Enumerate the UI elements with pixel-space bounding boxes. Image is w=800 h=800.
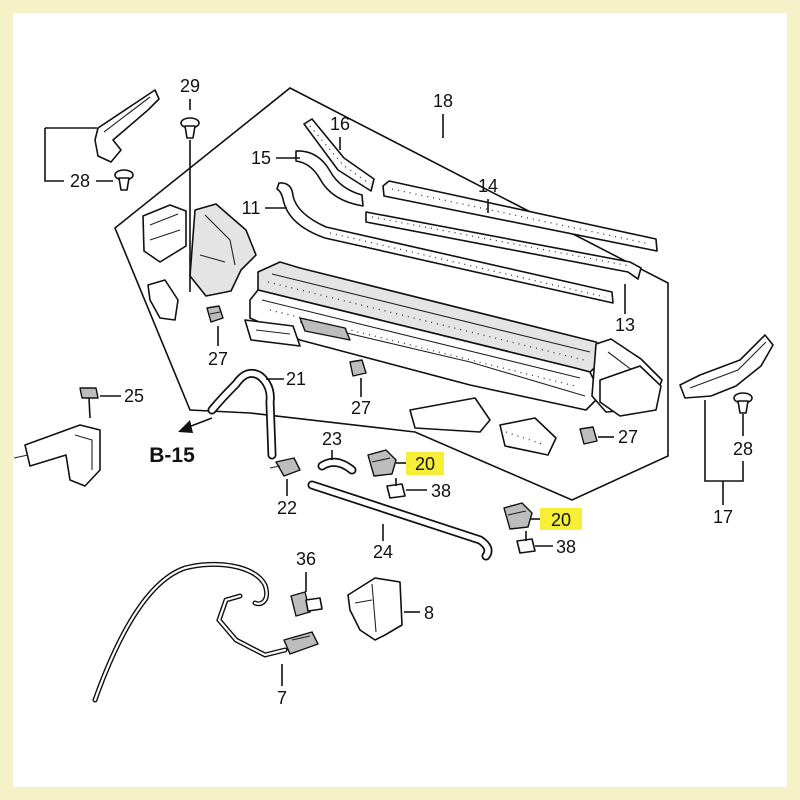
callout-17: 17 — [713, 507, 733, 527]
nut-38-b — [516, 531, 536, 554]
cowl-top-ridge — [271, 273, 591, 353]
cowl-lower-cover-left — [409, 397, 491, 433]
highlight-20-a — [406, 452, 444, 475]
seal-14 — [382, 180, 658, 252]
left-bracket-b-detail — [199, 214, 236, 266]
nut-38-a — [386, 478, 406, 499]
callout-38-b: 38 — [556, 537, 576, 557]
bolt-25 — [79, 387, 99, 419]
clip-28-right — [733, 392, 753, 414]
cowl-lower-cover-right — [499, 417, 557, 456]
callout-27-b: 27 — [351, 398, 371, 418]
grommet-36 — [290, 591, 323, 617]
left-arm-bracket-detail — [103, 96, 151, 133]
callout-27-c: 27 — [618, 427, 638, 447]
cowl-lower-cover-texture — [505, 431, 546, 446]
highlight-20-b — [540, 508, 582, 530]
cowl-left-end-slot — [255, 329, 291, 335]
cowl-left-end — [244, 319, 301, 347]
reference-arrow — [178, 417, 213, 433]
callout-20-a: 20 — [415, 454, 435, 474]
seal-13 — [365, 211, 642, 280]
callout-14: 14 — [478, 176, 498, 196]
washer-nozzle-20-a — [367, 449, 397, 477]
callout-28-right: 28 — [733, 439, 753, 459]
callout-18: 18 — [433, 91, 453, 111]
assembly-outline — [114, 87, 669, 501]
clip-27-a — [206, 305, 224, 323]
callout-7: 7 — [277, 688, 287, 708]
callout-15: 15 — [251, 148, 271, 168]
right-arm-17 — [679, 334, 774, 399]
callout-36: 36 — [296, 549, 316, 569]
left-bracket-a — [142, 204, 187, 263]
left-arm-bracket — [94, 89, 160, 163]
hood-hinge-detail — [13, 434, 93, 470]
hose-23 — [317, 457, 357, 475]
callout-23: 23 — [322, 429, 342, 449]
cowl-center-channel — [299, 317, 351, 341]
cowl-front-ridge-a — [261, 299, 581, 379]
clip-29 — [180, 117, 200, 139]
clip-27-c — [579, 426, 598, 445]
callout-16: 16 — [330, 114, 350, 134]
connector-7 — [283, 631, 319, 655]
washer-nozzle-20-b — [503, 502, 533, 530]
callout-27-a: 27 — [208, 349, 228, 369]
callout-13: 13 — [615, 315, 635, 335]
right-arm-17-detail — [689, 341, 767, 389]
callout-38-a: 38 — [431, 481, 451, 501]
cowl-front-ridge-b — [299, 321, 586, 397]
clip-22 — [269, 457, 301, 477]
cowl-side-cap — [599, 365, 662, 417]
leader-lines — [44, 99, 744, 686]
clip-28-left — [114, 169, 134, 191]
callout-8: 8 — [424, 603, 434, 623]
callout-20-b: 20 — [551, 510, 571, 530]
hose-24 — [307, 480, 493, 561]
hose-21 — [207, 368, 277, 460]
wire-harness — [92, 561, 288, 703]
hood-hinge-bracket — [24, 424, 101, 487]
callout-21: 21 — [286, 369, 306, 389]
clip-27-b — [349, 359, 367, 377]
left-bracket-b — [189, 203, 257, 297]
seal-16 — [303, 118, 375, 192]
bracket-8 — [347, 577, 403, 641]
reference-label: B-15 — [149, 444, 195, 467]
callout-28-left: 28 — [70, 171, 90, 191]
seal-11 — [276, 182, 614, 304]
left-bracket-a-detail — [149, 213, 181, 241]
left-bracket-c — [147, 279, 179, 321]
callout-25: 25 — [124, 386, 144, 406]
callout-11: 11 — [242, 198, 261, 218]
callout-24: 24 — [373, 542, 393, 562]
seal-15 — [295, 150, 364, 207]
callout-22: 22 — [277, 498, 297, 518]
cowl-top-texture — [267, 281, 585, 361]
callout-29: 29 — [180, 76, 200, 96]
